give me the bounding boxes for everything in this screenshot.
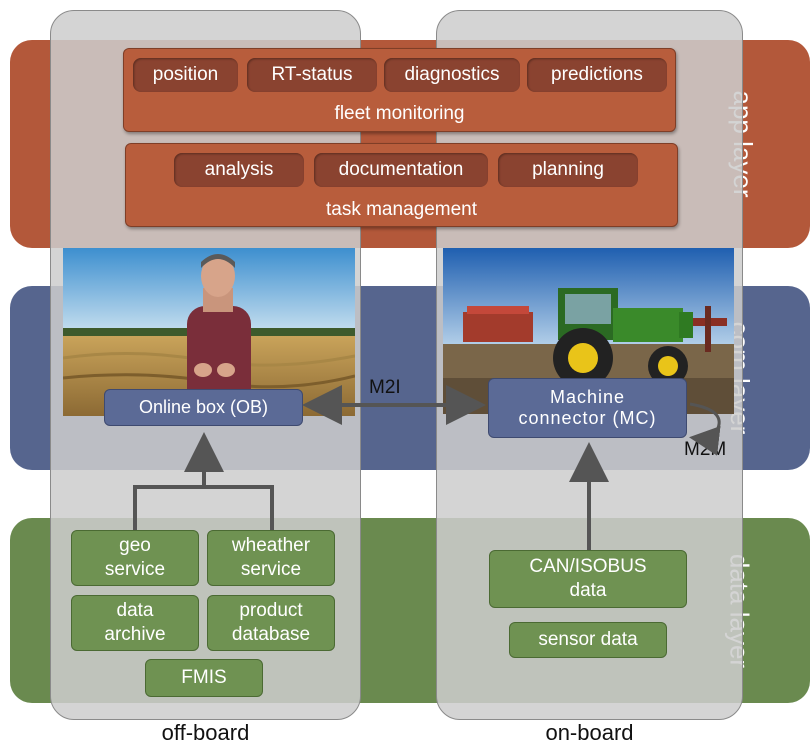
online-box-node: Online box (OB) <box>104 389 303 426</box>
data-archive-line1: data <box>116 600 154 621</box>
analysis-chip: analysis <box>174 153 304 187</box>
data-archive-box: data archive <box>71 595 199 651</box>
fleet-monitoring-panel: position RT-status diagnostics predictio… <box>123 48 676 132</box>
machine-connector-node: Machine connector (MC) <box>488 378 687 438</box>
task-management-title: task management <box>325 199 478 220</box>
data-archive-line2: archive <box>104 624 166 645</box>
planning-chip: planning <box>498 153 638 187</box>
sensor-data-box: sensor data <box>509 622 667 658</box>
weather-service-box: wheather service <box>207 530 335 586</box>
fleet-monitoring-title: fleet monitoring <box>334 103 465 124</box>
m2m-loop-arrow <box>689 402 721 456</box>
position-chip: position <box>133 58 238 92</box>
weather-service-line2: service <box>240 559 302 580</box>
machine-connector-line1: Machine <box>549 387 626 407</box>
off-board-label: off-board <box>161 720 250 745</box>
farmer-photo <box>63 248 355 416</box>
can-isobus-line2: data <box>569 580 607 601</box>
on-board-label: on-board <box>545 720 634 745</box>
machine-connector-line2: connector (MC) <box>518 408 657 428</box>
geo-service-line1: geo <box>119 535 151 556</box>
product-database-line2: database <box>231 624 311 645</box>
documentation-chip: documentation <box>314 153 488 187</box>
data-tree-connector <box>133 485 274 530</box>
product-database-box: product database <box>207 595 335 651</box>
fmis-box: FMIS <box>145 659 263 697</box>
geo-service-box: geo service <box>71 530 199 586</box>
geo-service-line2: service <box>104 559 166 580</box>
weather-service-line1: wheather <box>231 535 311 556</box>
task-management-panel: analysis documentation planning task man… <box>125 143 678 227</box>
product-database-line1: product <box>239 600 303 621</box>
can-isobus-line1: CAN/ISOBUS <box>529 556 647 577</box>
predictions-chip: predictions <box>527 58 667 92</box>
can-isobus-box: CAN/ISOBUS data <box>489 550 687 608</box>
diagnostics-chip: diagnostics <box>384 58 520 92</box>
rt-status-chip: RT-status <box>247 58 377 92</box>
